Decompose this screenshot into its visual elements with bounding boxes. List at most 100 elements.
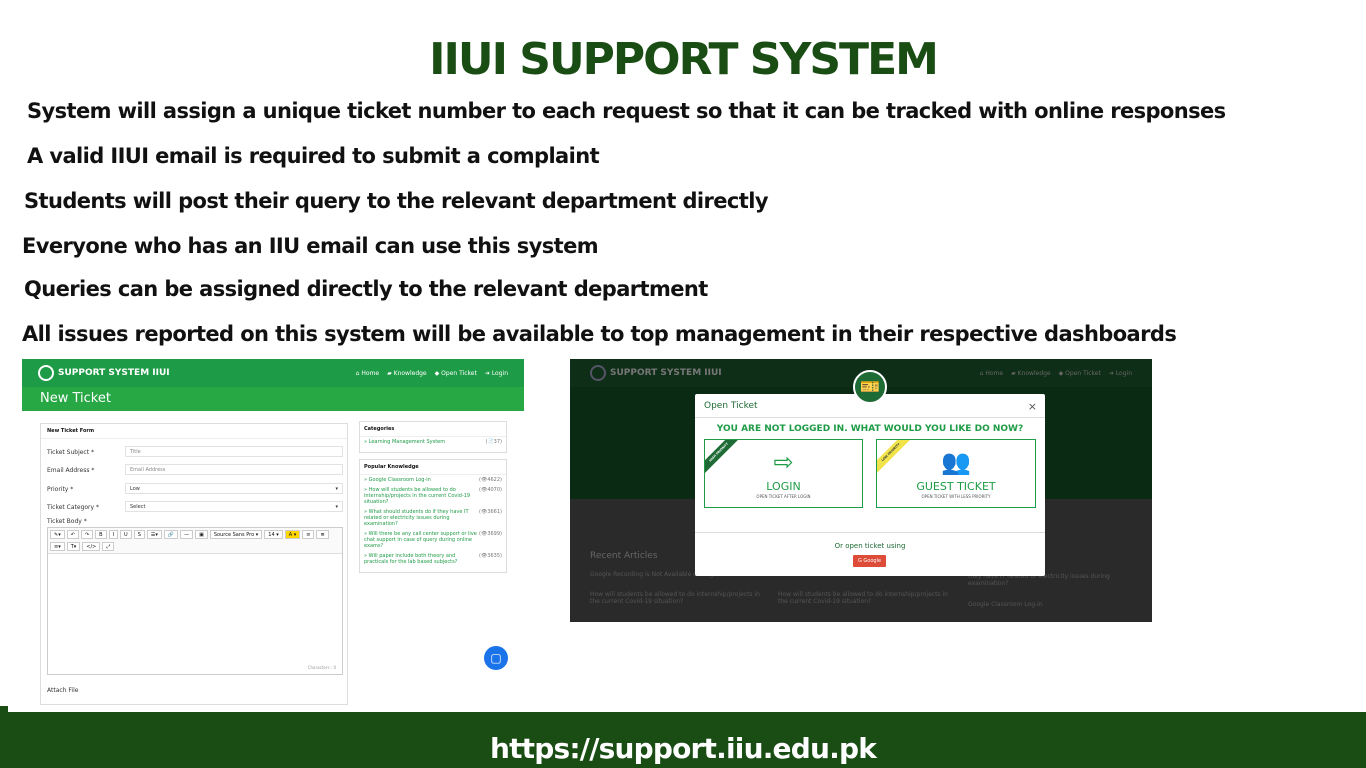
chevron-down-icon: ▾ xyxy=(335,504,338,510)
category-item[interactable]: » Learning Management System(📄37) xyxy=(364,439,502,445)
login-prompt: YOU ARE NOT LOGGED IN. WHAT WOULD YOU LI… xyxy=(716,424,1024,434)
nav-home[interactable]: ⌂ Home xyxy=(979,369,1004,377)
modal-title: Open Ticket xyxy=(695,394,1045,418)
categories-title: Categories xyxy=(360,422,506,437)
nav-login[interactable]: ➜ Login xyxy=(1108,369,1132,377)
article-item[interactable]: Google Recording is Not Available on Log… xyxy=(590,571,719,578)
align-button[interactable]: ≡▾ xyxy=(50,541,65,551)
link-button[interactable]: 🔗 xyxy=(163,530,179,539)
article-item[interactable]: Google Classroom Log-in xyxy=(968,601,1043,608)
knowledge-item[interactable]: » What should students do if they have I… xyxy=(364,509,502,527)
article-item[interactable]: they have IT related or electricity issu… xyxy=(968,573,1110,587)
category-label: Ticket Category * xyxy=(47,504,99,511)
brand-name: SUPPORT SYSTEM IIUI xyxy=(58,368,170,378)
knowledge-item[interactable]: » How will students be allowed to do int… xyxy=(364,487,502,505)
divider xyxy=(695,532,1045,533)
ticket-icon: 🎫 xyxy=(853,370,887,404)
knowledge-item[interactable]: » Will there be any call center support … xyxy=(364,531,502,549)
code-view-button[interactable]: </> xyxy=(82,541,101,551)
login-icon: ➜ xyxy=(1108,369,1114,377)
chat-bubble-icon[interactable]: ▢ xyxy=(484,646,508,670)
tag-icon: ◆ xyxy=(434,369,440,377)
login-title: LOGIN xyxy=(766,480,801,493)
page-title: IIUI SUPPORT SYSTEM xyxy=(429,34,939,85)
categories-card: Categories » Learning Management System(… xyxy=(359,421,507,453)
comment-icon: ▰ xyxy=(387,369,392,377)
knowledge-item[interactable]: » Google Classroom Log-in(👁4622) xyxy=(364,477,502,483)
google-login-button[interactable]: G Google xyxy=(853,555,886,567)
bullet-1: System will assign a unique ticket numbe… xyxy=(27,99,1226,123)
strike-button[interactable]: S xyxy=(133,530,145,539)
fullscreen-button[interactable]: ⤢ xyxy=(102,541,115,551)
comment-icon: ▰ xyxy=(1011,369,1016,377)
redo-button[interactable]: ↷ xyxy=(80,530,94,539)
article-item[interactable]: How will students be allowed to do inter… xyxy=(778,591,948,605)
font-size-select[interactable]: 14 ▾ xyxy=(264,530,283,539)
media-button[interactable]: ▣ xyxy=(195,530,208,539)
or-open-text: Or open ticket using xyxy=(834,542,906,550)
priority-select[interactable]: Low▾ xyxy=(125,483,343,494)
hr-button[interactable]: — xyxy=(180,530,194,539)
bullet-2: A valid IIUI email is required to submit… xyxy=(27,144,600,168)
guest-ticket-option[interactable]: LOW PRIORITY 👥 GUEST TICKET OPEN TICKET … xyxy=(876,439,1036,508)
body-label: Ticket Body * xyxy=(47,518,87,525)
email-label: Email Address * xyxy=(47,467,95,474)
popular-title: Popular Knowledge xyxy=(360,460,506,475)
text-size-button[interactable]: T▾ xyxy=(66,541,81,551)
nav-open-ticket[interactable]: ◆ Open Ticket xyxy=(1058,369,1101,377)
popular-knowledge-card: Popular Knowledge » Google Classroom Log… xyxy=(359,459,507,573)
font-family-select[interactable]: Source Sans Pro ▾ xyxy=(209,530,263,539)
ordered-list-button[interactable]: ≣ xyxy=(316,530,329,539)
login-icon: ➜ xyxy=(484,369,490,377)
category-select[interactable]: Select▾ xyxy=(125,501,343,512)
font-color-button[interactable]: A ▾ xyxy=(284,530,301,539)
editor-toolbar: ✎▾ ↶ ↷ B I U S ☰▾ 🔗 — ▣ Source Sans Pro … xyxy=(48,528,342,554)
nav-open-ticket[interactable]: ◆ Open Ticket xyxy=(434,369,477,377)
knowledge-item[interactable]: » Will paper include both theory and pra… xyxy=(364,553,502,565)
email-input[interactable]: Email Address xyxy=(125,464,343,475)
guest-subtitle: OPEN TICKET WITH LESS PRIORITY xyxy=(921,494,991,499)
subject-input[interactable]: Title xyxy=(125,446,343,457)
character-count: Characters : 0 xyxy=(307,665,336,670)
nav-home[interactable]: ⌂ Home xyxy=(355,369,380,377)
attach-file-label: Attach File xyxy=(47,687,79,694)
brand-name: SUPPORT SYSTEM IIUI xyxy=(610,368,722,378)
undo-button[interactable]: ↶ xyxy=(66,530,79,539)
nav-knowledge[interactable]: ▰ Knowledge xyxy=(387,369,427,377)
new-ticket-form: New Ticket Form Ticket Subject * Title E… xyxy=(40,423,348,705)
footer-url[interactable]: https://support.iiu.edu.pk xyxy=(489,732,877,765)
close-icon[interactable]: × xyxy=(1027,400,1037,413)
nav-login[interactable]: ➜ Login xyxy=(484,369,508,377)
article-item[interactable]: How will students be allowed to do inter… xyxy=(590,591,760,605)
tag-icon: ◆ xyxy=(1058,369,1064,377)
top-nav: SUPPORT SYSTEM IIUI ⌂ Home ▰ Knowledge ◆… xyxy=(22,359,524,387)
nav-knowledge[interactable]: ▰ Knowledge xyxy=(1011,369,1051,377)
users-icon: 👥 xyxy=(941,448,971,476)
guest-title: GUEST TICKET xyxy=(916,480,996,493)
italic-button[interactable]: I xyxy=(108,530,119,539)
chevron-down-icon: ▾ xyxy=(335,486,338,492)
bullet-6: All issues reported on this system will … xyxy=(22,322,1177,346)
iiui-logo-icon xyxy=(590,365,606,381)
page-band-title: New Ticket xyxy=(22,387,524,411)
table-button[interactable]: ☰▾ xyxy=(146,530,162,539)
open-ticket-modal: Open Ticket × YOU ARE NOT LOGGED IN. WHA… xyxy=(695,394,1045,576)
login-option[interactable]: HIGH PRIORITY ⇨ LOGIN OPEN TICKET AFTER … xyxy=(704,439,863,508)
bold-button[interactable]: B xyxy=(95,530,107,539)
home-icon: ⌂ xyxy=(355,369,360,377)
bullet-3: Students will post their query to the re… xyxy=(24,189,769,213)
home-icon: ⌂ xyxy=(979,369,984,377)
unordered-list-button[interactable]: ≡ xyxy=(302,530,315,539)
subject-label: Ticket Subject * xyxy=(47,449,94,456)
ticket-body-editor[interactable]: ✎▾ ↶ ↷ B I U S ☰▾ 🔗 — ▣ Source Sans Pro … xyxy=(47,527,343,675)
corner-accent xyxy=(0,706,8,712)
footer-bar: https://support.iiu.edu.pk xyxy=(0,712,1366,768)
recent-articles-title: Recent Articles xyxy=(590,551,658,561)
iiui-logo-icon xyxy=(38,365,54,381)
priority-label: Priority * xyxy=(47,486,74,493)
style-button[interactable]: ✎▾ xyxy=(50,530,65,539)
form-title: New Ticket Form xyxy=(41,424,347,439)
bullet-4: Everyone who has an IIU email can use th… xyxy=(22,234,599,258)
login-subtitle: OPEN TICKET AFTER LOGIN xyxy=(756,494,811,499)
underline-button[interactable]: U xyxy=(120,530,132,539)
